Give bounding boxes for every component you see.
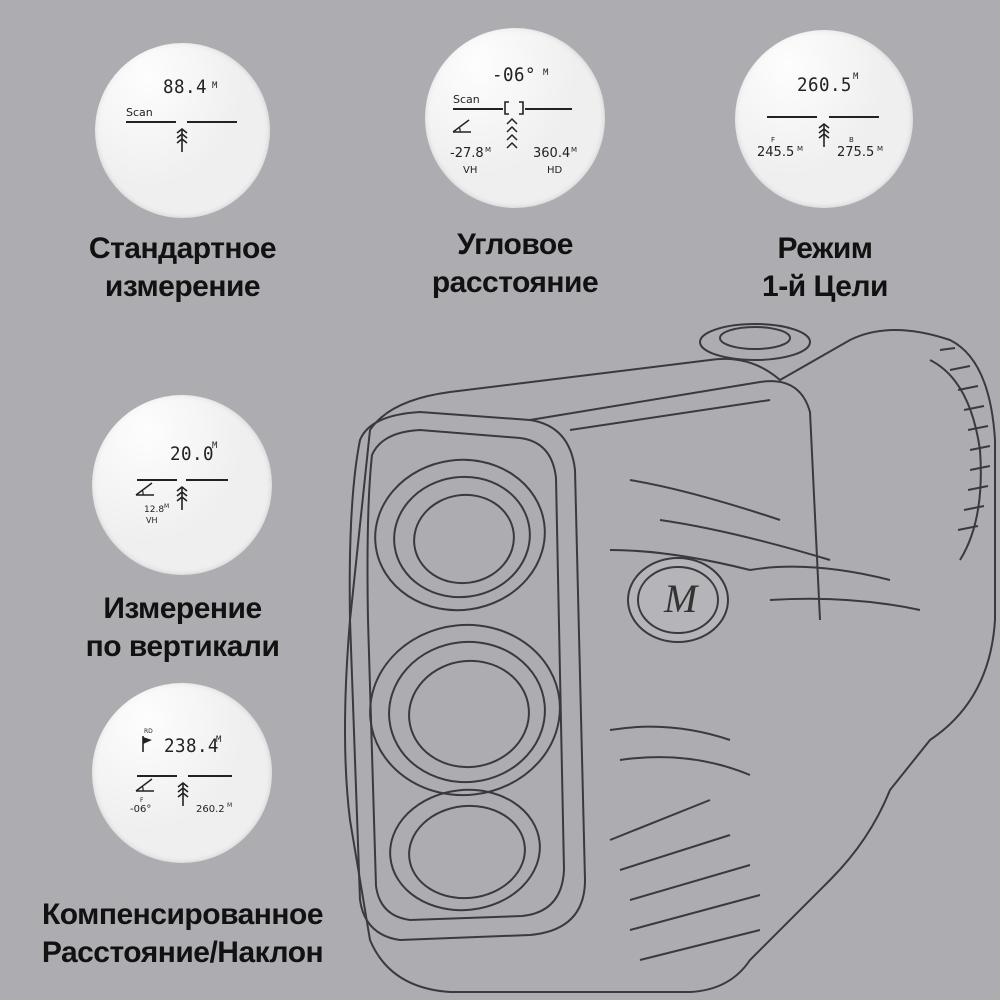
target-arrows-icon bbox=[176, 485, 188, 510]
slope-angle-value: -06° bbox=[130, 804, 152, 815]
slope-main-value: 238.4 bbox=[164, 735, 219, 757]
angle-icon bbox=[135, 482, 154, 496]
caption-standard: Стандартное измерение bbox=[88, 232, 277, 303]
standard-main-value: 88.4 bbox=[163, 76, 207, 98]
angle-hd-label: HD bbox=[547, 165, 563, 176]
angle-main-unit: M bbox=[543, 68, 549, 78]
caption-slope: Компенсированное Расстояние/Наклон bbox=[41, 898, 324, 969]
first-target-front-value: 245.5 bbox=[757, 145, 795, 160]
slope-angle-mark: F bbox=[140, 797, 144, 804]
slope-flag-label: RD bbox=[144, 728, 153, 735]
first-target-front-unit: M bbox=[797, 145, 804, 153]
display-slope: RD 238.4 M F -06° 260.2 M bbox=[92, 683, 272, 863]
slope-main-unit: M bbox=[216, 735, 222, 745]
target-arrows-icon bbox=[818, 122, 830, 147]
angle-hd-value: 360.4 bbox=[533, 146, 571, 161]
display-vertical: 20.0 M 12.8 M VH bbox=[92, 395, 272, 575]
vertical-vh-unit: M bbox=[164, 503, 170, 510]
target-chevrons-icon bbox=[506, 117, 518, 149]
first-target-reticle-left bbox=[767, 116, 817, 118]
reticle-bracket-icon bbox=[504, 101, 524, 115]
display-angle: -06° M Scan -27.8 M VH 360.4 M HD bbox=[425, 28, 605, 208]
display-standard: 88.4 M Scan bbox=[95, 43, 270, 218]
vertical-reticle-left bbox=[137, 479, 177, 481]
angle-hd-unit: M bbox=[571, 146, 578, 154]
vertical-reticle-right bbox=[186, 479, 228, 481]
slope-reticle-right bbox=[188, 775, 232, 777]
display-first-target: 260.5 M F 245.5 M B 275.5 M bbox=[735, 30, 913, 208]
vertical-main-unit: M bbox=[212, 441, 218, 451]
angle-vh-unit: M bbox=[485, 146, 492, 154]
angle-scan-label: Scan bbox=[453, 93, 480, 106]
flag-icon bbox=[142, 736, 152, 752]
angle-reticle-right bbox=[525, 108, 572, 110]
first-target-back-value: 275.5 bbox=[837, 145, 875, 160]
target-arrows-icon bbox=[176, 127, 188, 152]
slope-reticle-left bbox=[137, 775, 177, 777]
angle-icon bbox=[452, 119, 471, 133]
slope-distance-value: 260.2 bbox=[196, 804, 225, 815]
first-target-reticle-right bbox=[829, 116, 879, 118]
angle-reticle-left bbox=[453, 108, 503, 110]
standard-scan-label: Scan bbox=[126, 106, 153, 119]
standard-reticle-right bbox=[187, 121, 237, 123]
vertical-main-value: 20.0 bbox=[170, 443, 214, 465]
standard-reticle-left bbox=[126, 121, 176, 123]
angle-icon bbox=[135, 778, 154, 792]
device-logo: M bbox=[664, 576, 698, 621]
caption-vertical: Измерение по вертикали bbox=[85, 592, 280, 663]
slope-distance-unit: M bbox=[227, 802, 233, 809]
caption-angle: Угловое расстояние bbox=[431, 228, 599, 299]
standard-main-unit: M bbox=[212, 81, 218, 91]
target-arrows-icon bbox=[177, 781, 189, 806]
first-target-back-unit: M bbox=[877, 145, 884, 153]
first-target-main-unit: M bbox=[853, 72, 859, 82]
first-target-front-mark: F bbox=[771, 136, 776, 144]
first-target-back-mark: B bbox=[849, 136, 854, 144]
angle-vh-value: -27.8 bbox=[450, 146, 484, 161]
caption-first-target: Режим 1-й Цели bbox=[762, 232, 888, 303]
first-target-main-value: 260.5 bbox=[797, 74, 852, 96]
vertical-vh-value: 12.8 bbox=[144, 505, 165, 515]
angle-main-value: -06° bbox=[492, 64, 536, 86]
angle-vh-label: VH bbox=[463, 165, 478, 176]
rangefinder-illustration bbox=[344, 323, 996, 993]
vertical-vh-label: VH bbox=[146, 516, 158, 525]
